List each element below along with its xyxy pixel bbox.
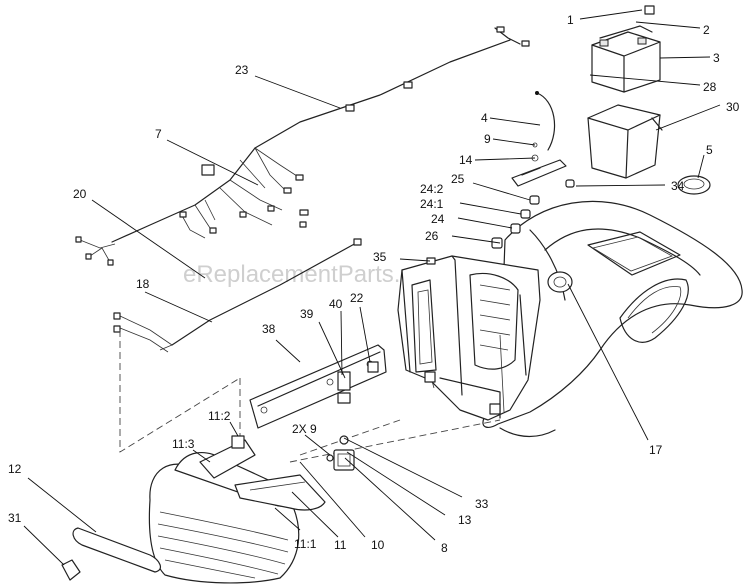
wire-harness-23: [254, 26, 530, 149]
callout-11-3: 11:3: [172, 437, 195, 451]
callout-33: 33: [475, 497, 489, 511]
callout-35: 35: [373, 250, 387, 264]
assembly-envelope: [119, 330, 501, 463]
callout-7: 7: [155, 127, 162, 141]
callout-30: 30: [726, 100, 740, 114]
callout-24-2: 24:2: [420, 182, 444, 196]
callout-12: 12: [8, 462, 22, 476]
callout-22: 22: [350, 291, 364, 305]
solenoid-8: [326, 435, 355, 471]
wire-harness-20: [75, 236, 116, 266]
callout-3: 3: [713, 51, 720, 65]
callout-18: 18: [136, 277, 150, 291]
rear-fender: [482, 200, 743, 438]
callout-2: 2: [703, 23, 710, 37]
callout-25: 25: [451, 172, 465, 186]
wire-harness-7: [111, 147, 309, 243]
wire-harness-18: [113, 238, 362, 353]
callout-14: 14: [459, 153, 473, 167]
cable: [535, 91, 556, 151]
callout-39: 39: [300, 307, 314, 321]
callout-2x9: 2X 9: [292, 422, 317, 436]
small-hardware: [426, 179, 575, 265]
callout-5: 5: [706, 143, 713, 157]
mounting-bracket-38: [249, 344, 387, 429]
callout-11: 11: [334, 538, 347, 552]
callout-23: 23: [235, 63, 249, 77]
callout-4: 4: [481, 111, 488, 125]
callout-24-1: 24:1: [420, 197, 444, 211]
switch-40: [337, 371, 351, 404]
leader-lines: [23, 9, 721, 566]
callout-38: 38: [262, 322, 276, 336]
trim-strip-12: [72, 527, 162, 573]
callout-17: 17: [649, 443, 663, 457]
callout-40: 40: [329, 297, 343, 311]
hood-grille: [148, 435, 326, 584]
bracket-14: [511, 142, 567, 187]
battery-tray: [587, 104, 663, 179]
battery: [591, 5, 661, 93]
callout-34: 34: [671, 179, 685, 193]
callout-10: 10: [371, 538, 385, 552]
callout-13: 13: [458, 513, 472, 527]
callout-11-2: 11:2: [208, 409, 231, 423]
callout-labels: 1 2 3 28 30 5 4 9 14 34 25 24:2 24:1 24 …: [8, 13, 740, 555]
callout-31: 31: [8, 511, 22, 525]
seat-frame: [397, 255, 541, 421]
callout-20: 20: [73, 187, 87, 201]
callout-8: 8: [441, 541, 448, 555]
callout-26: 26: [425, 229, 439, 243]
callout-11-1: 11:1: [294, 537, 317, 551]
callout-9: 9: [484, 132, 491, 146]
cap: [677, 175, 711, 195]
callout-1: 1: [567, 13, 574, 27]
callout-28: 28: [703, 80, 717, 94]
decal-31: [61, 559, 81, 581]
callout-24: 24: [431, 212, 445, 226]
